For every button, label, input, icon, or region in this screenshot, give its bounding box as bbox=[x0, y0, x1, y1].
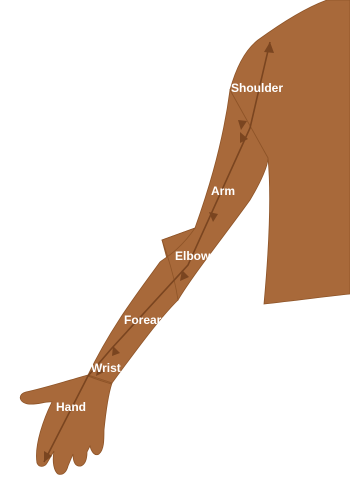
label-shoulder: Shoulder bbox=[231, 81, 283, 95]
label-arm: Arm bbox=[211, 184, 235, 198]
label-forearm: Forearm bbox=[124, 313, 172, 327]
hand-shape bbox=[20, 375, 112, 474]
label-wrist: Wrist bbox=[91, 361, 121, 375]
label-elbow: Elbow bbox=[175, 249, 211, 263]
label-hand: Hand bbox=[56, 400, 86, 414]
